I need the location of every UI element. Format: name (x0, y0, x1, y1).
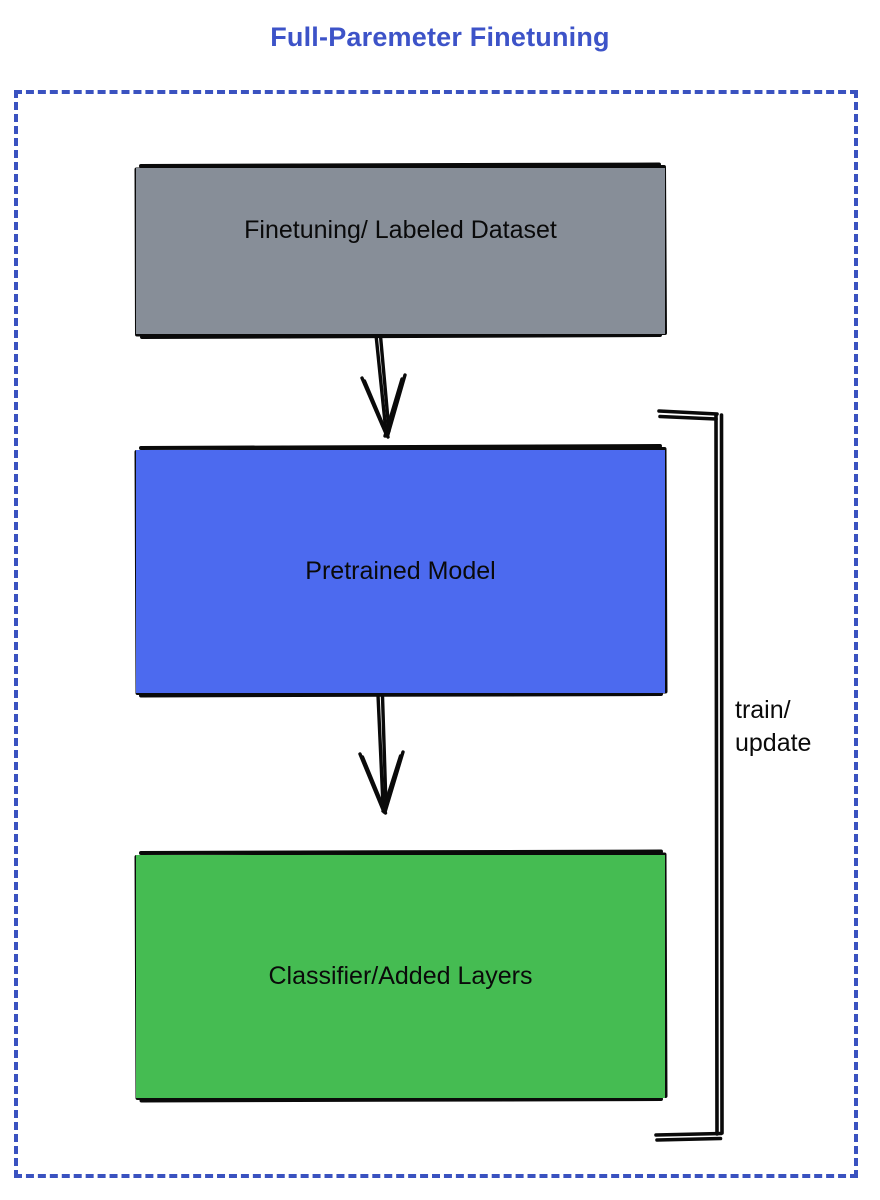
feedback-loop-label-line2: update (735, 729, 812, 757)
node-dataset[interactable]: Finetuning/ Labeled Dataset (136, 168, 665, 334)
feedback-loop-path (654, 409, 724, 1142)
arrow-model-to-classifier (358, 693, 405, 815)
node-dataset-label: Finetuning/ Labeled Dataset (244, 216, 557, 244)
node-classifier-label: Classifier/Added Layers (268, 962, 533, 991)
arrow-dataset-to-model (360, 333, 407, 439)
node-pretrained-model[interactable]: Pretrained Model (136, 450, 665, 693)
feedback-loop-label-line1: train/ (735, 696, 791, 724)
feedback-loop-label: train/ update (735, 694, 850, 760)
node-classifier[interactable]: Classifier/Added Layers (136, 855, 665, 1098)
node-pretrained-model-label: Pretrained Model (305, 557, 496, 586)
page-title: Full-Paremeter Finetuning (270, 22, 610, 52)
